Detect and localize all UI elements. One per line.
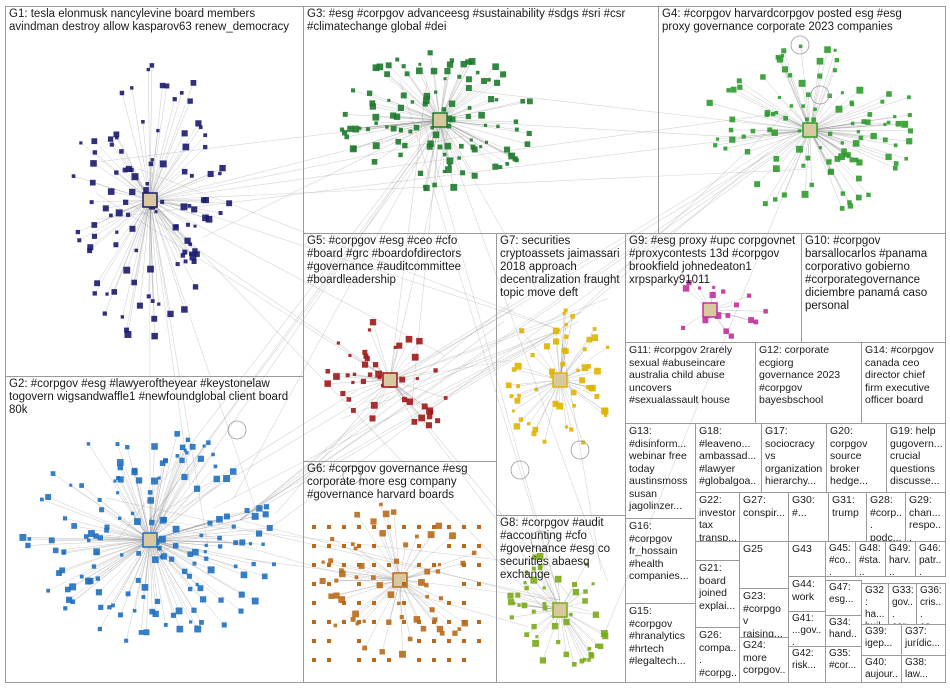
- group-label-g2: G2: #corpgov #esg #lawyeroftheyear #keys…: [9, 378, 301, 417]
- group-panel-g35: G35: #cor...: [825, 646, 862, 683]
- group-panel-g25: G25: [739, 541, 789, 589]
- group-label-g14: G14: #corpgov canada ceo director chief …: [865, 344, 943, 407]
- group-label-g7: G7: securities cryptoassets jaimassari 2…: [500, 235, 623, 300]
- group-label-g37: G37: jurídic...: [905, 626, 943, 650]
- group-panel-g2: G2: #corpgov #esg #lawyeroftheyear #keys…: [5, 376, 304, 683]
- group-label-g46: G46: patr...: [919, 543, 943, 577]
- group-label-g43: G43: [792, 543, 823, 556]
- group-label-g16: G16: #corpgov fr_hossain #health compani…: [629, 520, 693, 583]
- group-panel-g20: G20: corpgov source broker hedge...: [826, 423, 887, 493]
- group-panel-g27: G27: conspir...: [739, 492, 789, 542]
- group-label-g30: G30: #...: [792, 494, 826, 519]
- group-panel-g19: G19: help gugovern... crucial questions …: [886, 423, 946, 493]
- group-panel-g16: G16: #corpgov fr_hossain #health compani…: [625, 518, 696, 604]
- group-panel-g9: G9: #esg proxy #upc corpgovnet #proxycon…: [625, 233, 802, 343]
- group-panel-g43: G43: [788, 541, 826, 577]
- group-panel-g42: G42: risk...: [788, 646, 826, 683]
- group-label-g3: G3: #esg #corpgov advanceesg #sustainabi…: [307, 8, 656, 34]
- group-panel-g38: G38: law...: [901, 655, 946, 683]
- group-panel-g36: G36: cris... co...: [916, 583, 946, 625]
- group-label-g12: G12: corporate ecgiorg governance 2023 #…: [759, 344, 859, 407]
- group-panel-g41: G41: ...gov...: [788, 611, 826, 647]
- group-label-g41: G41: ...gov...: [792, 613, 823, 647]
- group-label-g45: G45: #co...: [829, 543, 853, 577]
- group-panel-g28: G28: #corp... podc...: [866, 492, 906, 542]
- group-panel-g44: G44: work: [788, 576, 826, 612]
- group-panel-g5: G5: #corpgov #esg #ceo #cfo #board #grc …: [303, 233, 497, 462]
- group-label-g34: G34: hand...: [829, 617, 859, 647]
- group-label-g23: G23: #corpgov raising...: [743, 590, 786, 638]
- group-label-g40: G40: aujour...: [865, 657, 899, 683]
- group-panel-g4: G4: #corpgov harvardcorpgov posted esg #…: [658, 6, 946, 234]
- group-label-g15: G15: #corpgov #hranalytics #hrtech #lega…: [629, 605, 693, 668]
- group-panel-g45: G45: #co...: [825, 541, 856, 577]
- group-label-g10: G10: #corpgov barsallocarlos #panama cor…: [805, 235, 943, 313]
- group-panel-g29: G29: chan... respo...: [905, 492, 946, 542]
- group-panel-g6: G6: #corpgov governance #esg corporate m…: [303, 461, 497, 683]
- group-label-g1: G1: tesla elonmusk nancylevine board mem…: [9, 8, 301, 34]
- group-panel-g10: G10: #corpgov barsallocarlos #panama cor…: [801, 233, 946, 343]
- group-label-g35: G35: #cor...: [829, 648, 859, 672]
- group-panel-g30: G30: #...: [788, 492, 829, 542]
- group-label-g44: G44: work: [792, 578, 823, 603]
- group-panel-g13: G13: #disinform... webinar free today au…: [625, 423, 696, 519]
- group-panel-g11: G11: #corpgov 2rarely sexual #abuseincar…: [625, 342, 756, 424]
- group-panel-g3: G3: #esg #corpgov advanceesg #sustainabi…: [303, 6, 659, 234]
- group-panel-g33: G33: gov... cor...: [888, 583, 917, 625]
- group-label-g20: G20: corpgov source broker hedge...: [830, 425, 884, 488]
- group-panel-g22: G22: investor tax transp...: [695, 492, 740, 542]
- group-label-g18: G18: #leaveno... ambassad... #lawyer #gl…: [699, 425, 759, 493]
- group-panel-g40: G40: aujour...: [861, 655, 902, 683]
- group-label-g22: G22: investor tax transp...: [699, 494, 737, 542]
- group-panel-g1: G1: tesla elonmusk nancylevine board mem…: [5, 6, 304, 377]
- group-label-g24: G24: more corpgov...: [743, 639, 786, 683]
- group-panel-g24: G24: more corpgov...: [739, 637, 789, 683]
- group-label-g28: G28: #corp... podc...: [870, 494, 903, 542]
- group-label-g17: G17: sociocracy vs organization hierarch…: [765, 425, 824, 488]
- group-panel-g12: G12: corporate ecgiorg governance 2023 #…: [755, 342, 862, 424]
- group-label-g25: G25: [743, 543, 786, 556]
- group-panel-g15: G15: #corpgov #hranalytics #hrtech #lega…: [625, 603, 696, 683]
- group-label-g27: G27: conspir...: [743, 494, 786, 519]
- group-panel-g39: G39: igep...: [861, 624, 902, 656]
- group-label-g39: G39: igep...: [865, 626, 899, 650]
- group-label-g6: G6: #corpgov governance #esg corporate m…: [307, 463, 494, 502]
- group-label-g38: G38: law...: [905, 657, 943, 681]
- group-panel-g34: G34: hand...: [825, 615, 862, 647]
- group-panel-g31: G31: trump: [828, 492, 867, 542]
- group-panel-g32: G32: ha... buil...: [861, 583, 889, 625]
- group-panel-g14: G14: #corpgov canada ceo director chief …: [861, 342, 946, 424]
- group-label-g8: G8: #corpgov #audit #accounting #cfo #go…: [500, 517, 623, 582]
- group-panel-g46: G46: patr...: [915, 541, 946, 577]
- group-panel-g26: G26: compa... #corpg...: [695, 627, 740, 683]
- group-label-g5: G5: #corpgov #esg #ceo #cfo #board #grc …: [307, 235, 494, 287]
- group-panel-g7: G7: securities cryptoassets jaimassari 2…: [496, 233, 626, 516]
- group-panel-g8: G8: #corpgov #audit #accounting #cfo #go…: [496, 515, 626, 683]
- group-label-g36: G36: cris... co...: [920, 585, 943, 625]
- group-panel-g21: G21: board joined explai...: [695, 560, 740, 628]
- group-panel-g48: G48: #sta...: [855, 541, 886, 577]
- group-label-g21: G21: board joined explai...: [699, 562, 737, 612]
- group-label-g26: G26: compa... #corpg...: [699, 629, 737, 683]
- group-label-g33: G33: gov... cor...: [892, 585, 914, 625]
- group-panel-g37: G37: jurídic...: [901, 624, 946, 656]
- group-label-g32: G32: ha... buil...: [865, 585, 886, 625]
- group-label-g49: G49: harv...: [889, 543, 913, 577]
- group-label-g9: G9: #esg proxy #upc corpgovnet #proxycon…: [629, 235, 799, 287]
- group-panel-g49: G49: harv...: [885, 541, 916, 577]
- group-label-g13: G13: #disinform... webinar free today au…: [629, 425, 693, 513]
- group-label-g31: G31: trump: [832, 494, 864, 519]
- group-panel-g47: G47: esg...: [825, 580, 862, 616]
- group-label-g11: G11: #corpgov 2rarely sexual #abuseincar…: [629, 344, 753, 407]
- group-panel-g18: G18: #leaveno... ambassad... #lawyer #gl…: [695, 423, 762, 493]
- group-label-g4: G4: #corpgov harvardcorpgov posted esg #…: [662, 8, 943, 34]
- group-label-g48: G48: #sta...: [859, 543, 883, 577]
- group-panel-g17: G17: sociocracy vs organization hierarch…: [761, 423, 827, 493]
- group-label-g47: G47: esg...: [829, 582, 859, 606]
- group-label-g29: G29: chan... respo...: [909, 494, 943, 542]
- group-label-g19: G19: help gugovern... crucial questions …: [890, 425, 943, 488]
- group-panel-g23: G23: #corpgov raising...: [739, 588, 789, 638]
- group-label-g42: G42: risk...: [792, 648, 823, 672]
